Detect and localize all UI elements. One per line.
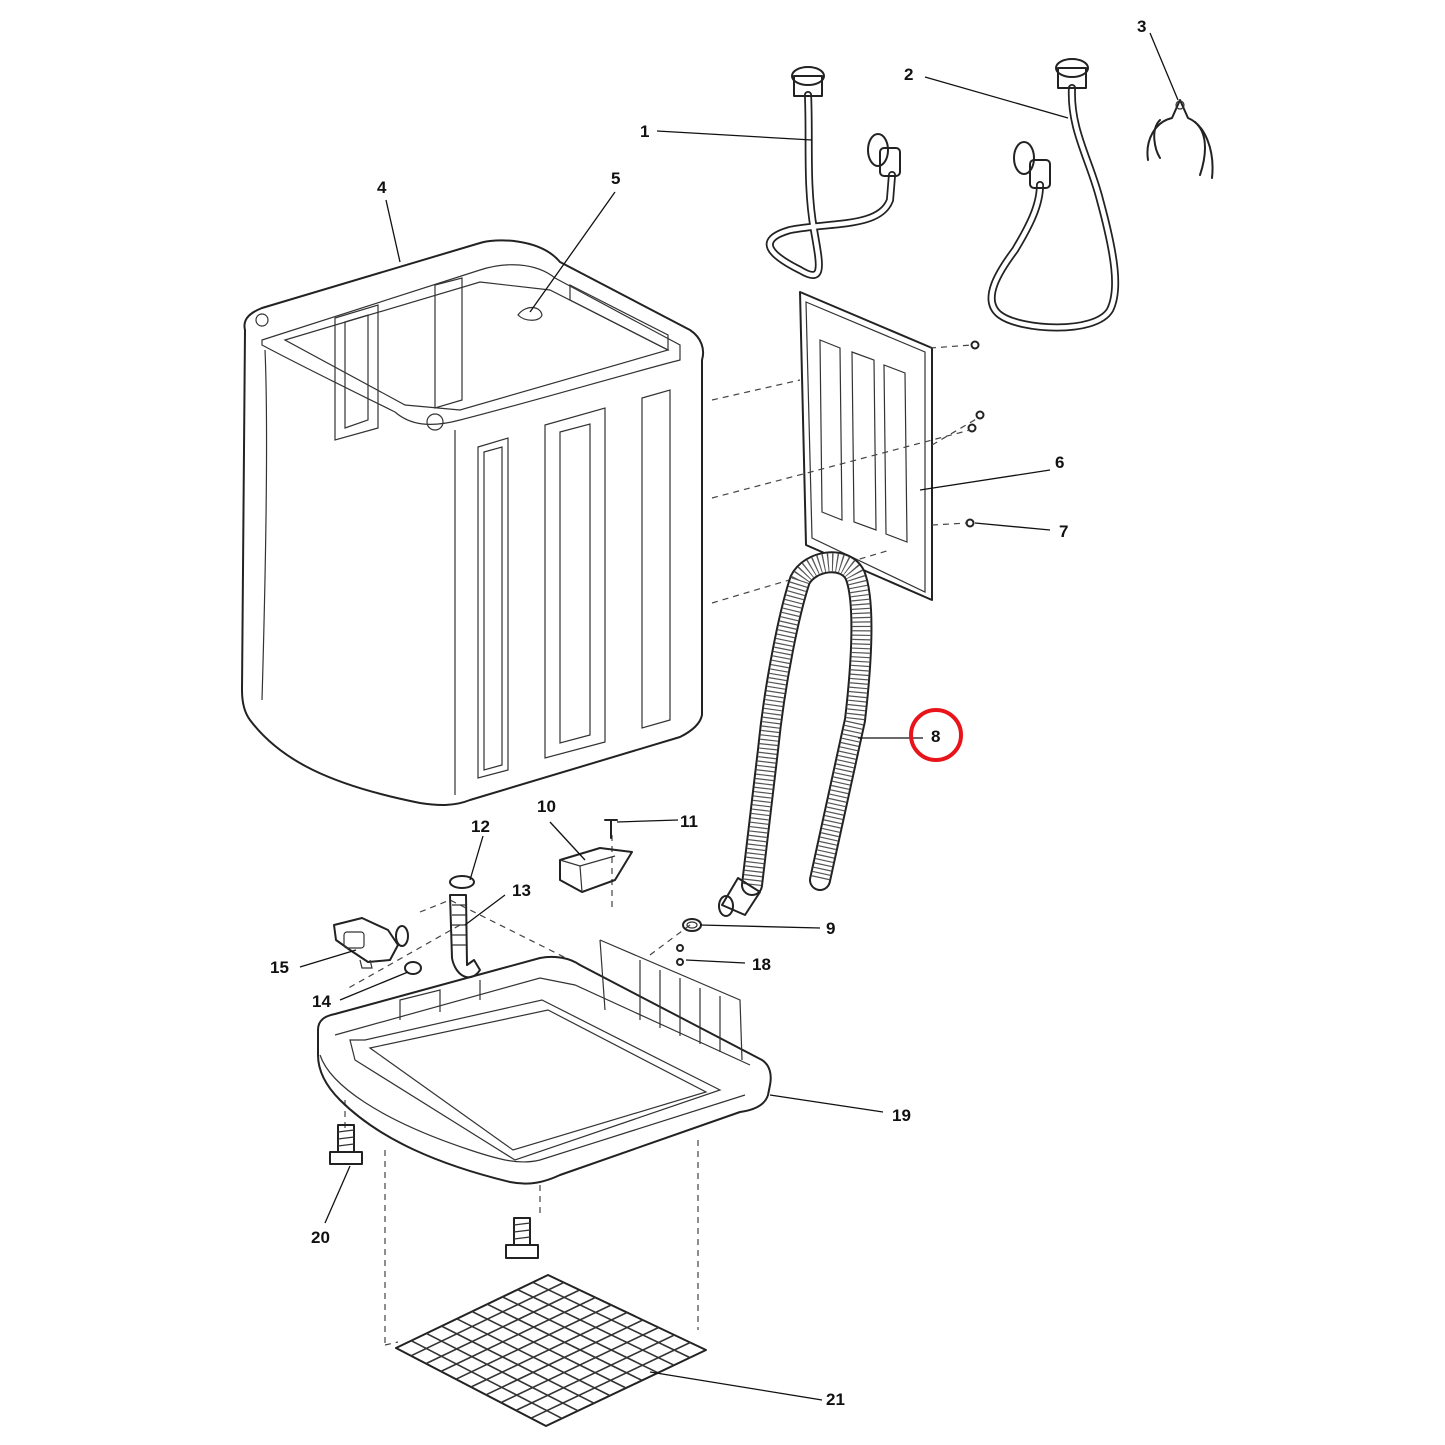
rear-panel-part[interactable] [799,291,933,601]
grid-line [532,1281,691,1359]
clamp-part[interactable] [404,961,422,975]
screws-18-part[interactable] [676,944,684,966]
hose-hanger-part[interactable] [1146,99,1214,179]
screw-part[interactable] [604,819,618,839]
leveling-foot-part[interactable] [329,1124,363,1165]
bracket-part[interactable] [559,847,633,893]
part-label-18: 18 [752,955,771,974]
part-label-4: 4 [377,178,387,197]
part-label-2: 2 [904,65,913,84]
part-label-10: 10 [537,797,556,816]
assembly-lines [344,344,979,1346]
part-label-14: 14 [312,992,331,1011]
part-label-19: 19 [892,1106,911,1125]
part-label-12: 12 [471,817,490,836]
part-label-5: 5 [611,169,620,188]
part-label-6: 6 [1055,453,1064,472]
screws-part[interactable] [965,340,985,528]
base-grid-part[interactable] [395,1274,707,1427]
part-label-7: 7 [1059,522,1068,541]
grid-line [517,1288,675,1366]
inlet-hose-1-part[interactable] [765,66,901,279]
base-frame-part[interactable] [317,939,772,1185]
part-label-13: 13 [512,881,531,900]
hose-clamp-part[interactable] [682,918,702,932]
grid-line [470,1311,628,1388]
grid-line [530,1341,691,1419]
grid-line [502,1296,659,1374]
part-label-8: 8 [931,727,940,746]
grid-line [500,1326,659,1404]
part-label-15: 15 [270,958,289,977]
inlet-hose-2-part[interactable] [987,58,1120,332]
leader-lines [299,32,1179,1401]
part-label-3: 3 [1137,17,1146,36]
part-label-21: 21 [826,1390,845,1409]
drain-hose-part[interactable] [718,551,873,917]
cabinet-part[interactable] [241,239,705,806]
part-label-11: 11 [680,812,698,831]
leveling-foot-2-part[interactable] [505,1217,539,1259]
part-label-20: 20 [311,1228,330,1247]
grid-line [485,1319,644,1396]
part-labels: 1 2 3 4 5 6 7 8 9 10 11 12 13 14 15 18 1… [270,17,1146,1409]
drain-pump-part[interactable] [333,917,409,969]
highlight-circle [909,708,963,762]
grid-line [486,1303,643,1382]
pump-hose-part[interactable] [449,875,481,979]
part-label-9: 9 [826,919,835,938]
grid-line [515,1334,675,1412]
part-label-1: 1 [640,122,649,141]
